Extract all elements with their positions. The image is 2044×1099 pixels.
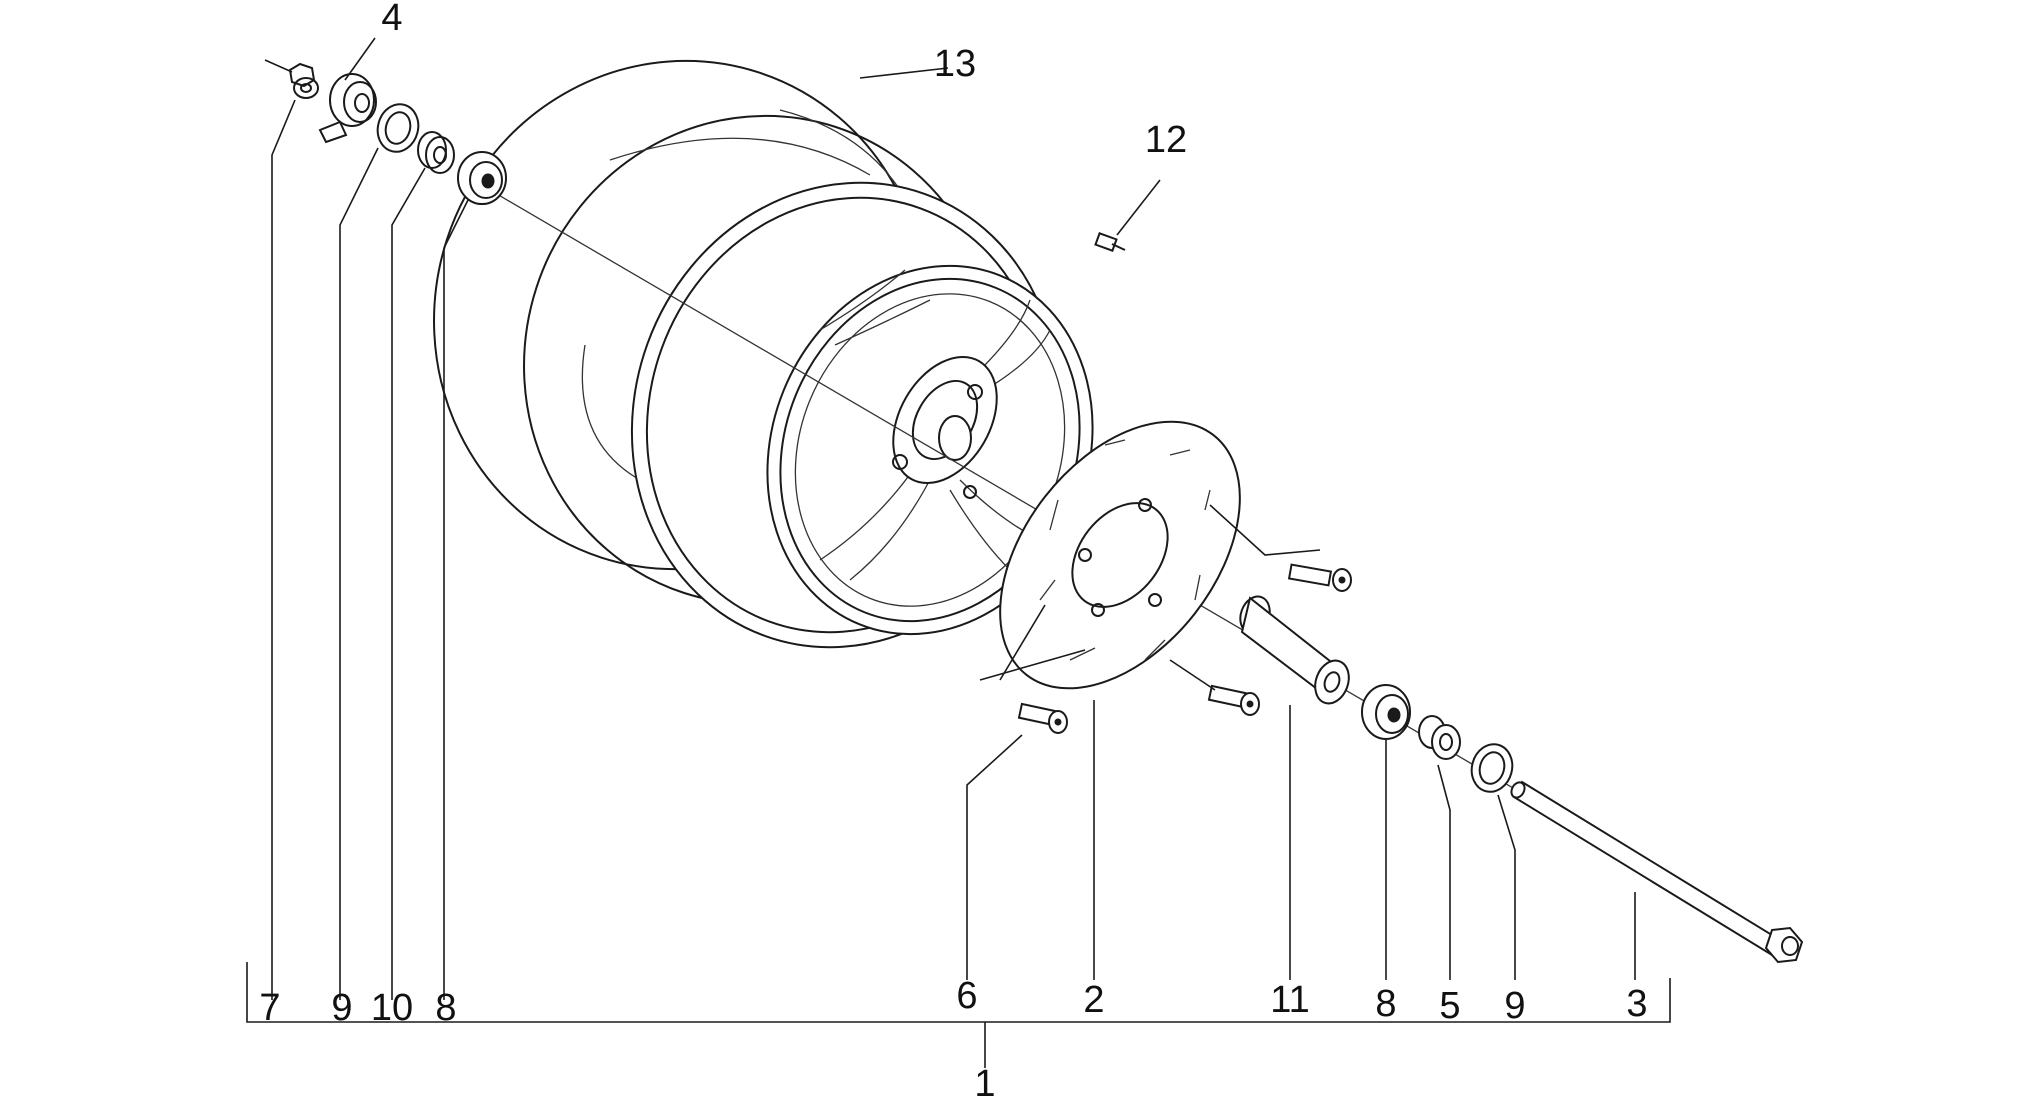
callout-6: 6 xyxy=(956,975,977,1017)
callout-12: 12 xyxy=(1145,119,1187,161)
callout-10: 10 xyxy=(371,987,413,1029)
callout-8-right: 8 xyxy=(1375,983,1396,1025)
part-4-speedo-drive xyxy=(318,73,377,144)
callout-9-left: 9 xyxy=(331,987,352,1029)
part-9-washer-left xyxy=(376,103,420,153)
callout-8-left: 8 xyxy=(435,987,456,1029)
part-2-brake-disc xyxy=(999,420,1241,690)
callout-2: 2 xyxy=(1083,979,1104,1021)
part-8-bearing-right xyxy=(1361,684,1411,740)
callouts: 4 13 12 7 9 10 8 6 2 11 8 5 9 3 1 xyxy=(259,0,1647,1099)
part-10-spacer xyxy=(417,131,455,174)
axis-centerline xyxy=(489,189,1526,796)
callout-11: 11 xyxy=(1270,979,1309,1021)
part-7-nut xyxy=(288,62,319,99)
callout-7: 7 xyxy=(259,987,280,1029)
callout-3: 3 xyxy=(1626,983,1647,1025)
part-5-spacer xyxy=(1418,715,1461,760)
part-6-bolts xyxy=(979,504,1352,734)
part-8-bearing-left xyxy=(457,151,507,205)
wheel-rim xyxy=(630,181,1094,649)
callout-13: 13 xyxy=(934,43,976,85)
leader-lines xyxy=(246,37,1671,1068)
callout-9-right: 9 xyxy=(1504,985,1525,1027)
callout-5: 5 xyxy=(1439,985,1460,1027)
callout-4: 4 xyxy=(381,0,402,39)
part-9-washer-right xyxy=(1470,743,1514,793)
part-3-axle xyxy=(1510,780,1804,964)
part-12-valve xyxy=(1094,232,1126,252)
callout-1: 1 xyxy=(974,1063,995,1099)
part-11-spacer-tube xyxy=(1239,595,1350,705)
